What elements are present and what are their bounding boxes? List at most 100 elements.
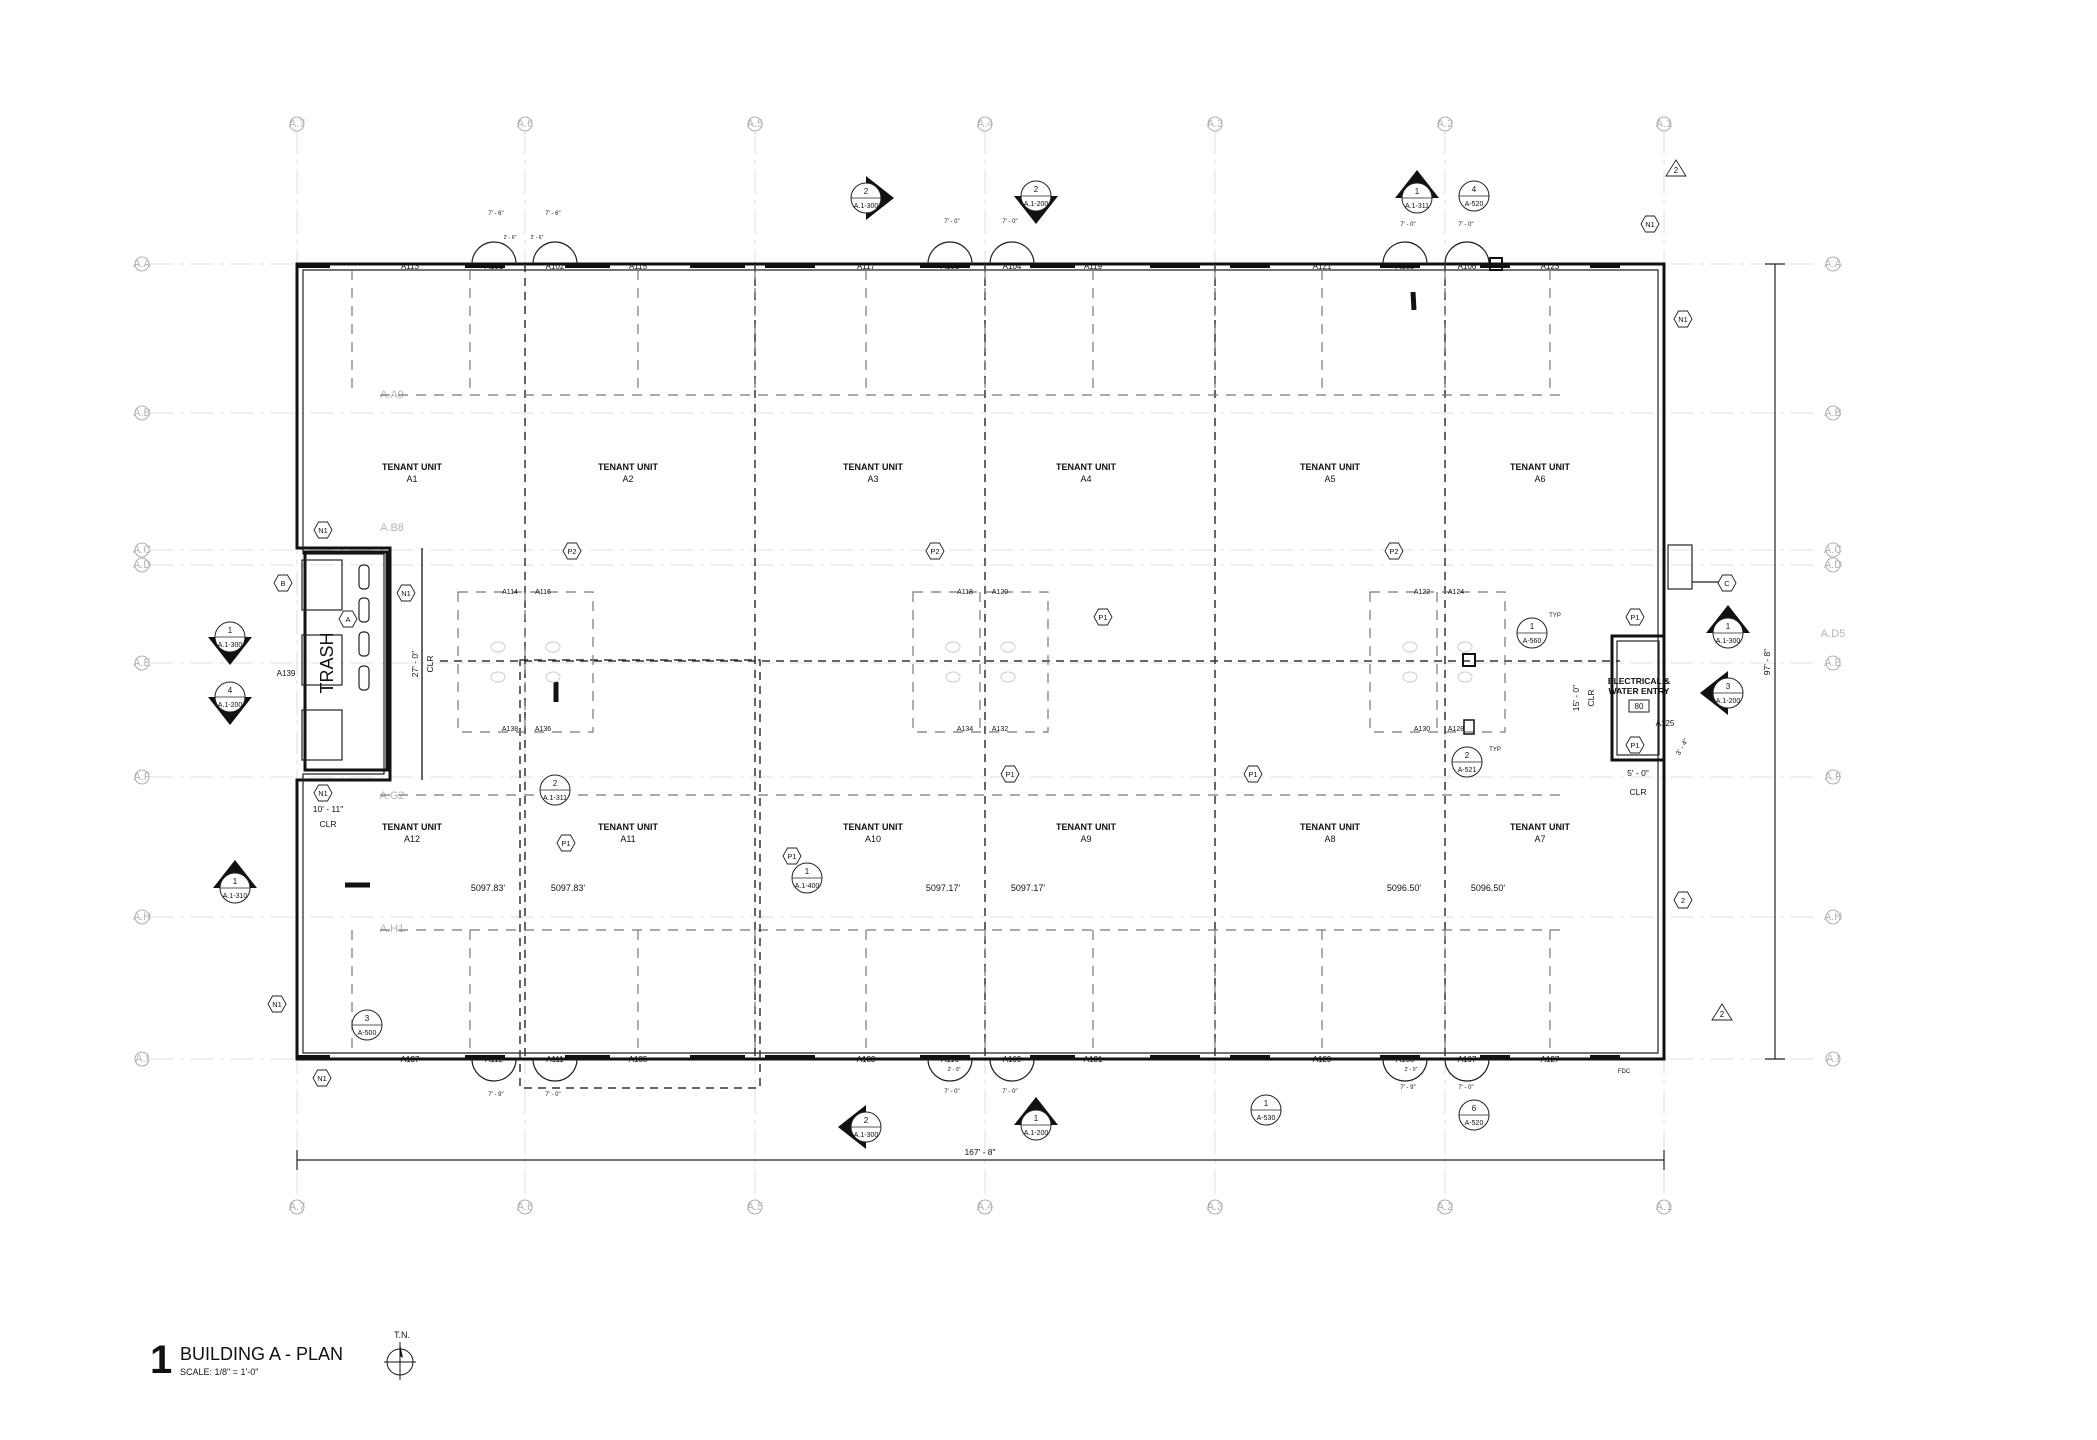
grid-bubble — [1656, 1199, 1672, 1215]
section-ref-sheet: A-500 — [358, 1030, 377, 1037]
keynote-2-shape — [1673, 891, 1693, 909]
section-ref: 1A.1-311 — [1395, 170, 1439, 214]
keynote-a-shape — [338, 610, 358, 628]
grid-label: A.I — [135, 1053, 148, 1065]
restroom-tag: A136 — [535, 726, 551, 733]
door-tag: A119 — [1084, 262, 1103, 271]
keynote-b: B — [280, 579, 285, 588]
door-swing — [1382, 1058, 1406, 1082]
keynote-p1: P1 — [561, 839, 570, 848]
tenant-unit-label: TENANT UNIT — [1510, 462, 1570, 472]
keynote-p1-shape — [1625, 736, 1645, 754]
tenant-unit-label: TENANT UNIT — [598, 462, 658, 472]
door-tag: A108 — [1396, 1055, 1415, 1064]
grid-bubble — [134, 256, 150, 272]
keynote-p2: P2 — [1389, 547, 1398, 556]
grid-bubble — [134, 655, 150, 671]
door-swing — [532, 1058, 556, 1082]
door-tag: A110 — [941, 1055, 960, 1064]
restroom-core-outline — [1369, 591, 1506, 733]
toilet-fixture — [1000, 671, 1016, 683]
revision-triangle-icon — [1711, 1003, 1733, 1021]
wall-marker — [1410, 291, 1417, 311]
door-tag: A115 — [629, 262, 648, 271]
section-ref: 2A.1-300 — [838, 1105, 882, 1149]
spot-elevation: 5096.50' — [1387, 883, 1422, 893]
revision-number: 2 — [1674, 166, 1679, 175]
grid-label: A.5 — [747, 1201, 764, 1213]
north-label: T.N. — [394, 1330, 411, 1340]
door-swing — [471, 1058, 495, 1082]
tenant-unit-id: A4 — [1080, 474, 1091, 484]
door-tag: A112 — [485, 1055, 504, 1064]
keynote-p1-shape — [556, 834, 576, 852]
door-tag: A113 — [401, 262, 420, 271]
door-swing — [1444, 241, 1468, 265]
keynote-p2-shape — [1384, 542, 1404, 560]
grid-bubble — [134, 557, 150, 573]
keynote-n1-shape — [1640, 215, 1660, 233]
electrical-label: ELECTRICAL & — [1608, 676, 1670, 686]
grid-bubble — [134, 542, 150, 558]
toilet-fixture — [1000, 641, 1016, 653]
tenant-unit-id: A11 — [620, 834, 635, 844]
door-tag: A137 — [401, 1055, 420, 1064]
tenant-unit-label: TENANT UNIT — [1510, 822, 1570, 832]
grid-bubble — [747, 1199, 763, 1215]
grid-bubble — [1825, 405, 1841, 421]
grid-bubble — [1437, 116, 1453, 132]
section-ref-number: 1 — [1530, 622, 1535, 631]
electrical-door-tag: A125 — [1656, 719, 1675, 728]
section-ref: 4A-520 — [1458, 180, 1490, 212]
section-ref: 1A.1-300 — [1706, 605, 1750, 649]
spot-elevation: 5097.83' — [551, 883, 586, 893]
section-ref-number: 1 — [805, 867, 810, 876]
section-ref-sheet: A.1-400 — [795, 883, 820, 890]
section-ref-sheet: A.1-300 — [854, 1132, 879, 1139]
door-swing — [471, 241, 495, 265]
door-tag: A101 — [485, 262, 504, 271]
section-ref: 2A.1-311 — [539, 774, 571, 806]
keynote-n1-shape — [313, 521, 333, 539]
toilet-fixture — [490, 641, 506, 653]
tenant-unit-id: A2 — [622, 474, 633, 484]
section-ref: 2A.1-300 — [850, 176, 894, 220]
restroom-tag: A138 — [502, 726, 518, 733]
section-ref-sheet: A.1-200 — [1024, 1130, 1049, 1137]
tenant-unit-id: A3 — [867, 474, 878, 484]
spot-elevation: 5097.83' — [471, 883, 506, 893]
section-ref-number: 3 — [1726, 682, 1731, 691]
door-swing — [949, 1058, 973, 1082]
restroom-tag: A114 — [502, 589, 518, 596]
column — [1463, 719, 1475, 735]
door-tag: A133 — [857, 1055, 876, 1064]
restroom-tag: A118 — [957, 589, 973, 596]
section-ref: 4A.1-200 — [208, 681, 252, 725]
spot-elevation: 5096.50' — [1471, 883, 1506, 893]
section-ref-number: 1 — [1415, 187, 1420, 196]
door-swing — [493, 241, 517, 265]
keynote-n1: N1 — [272, 1000, 282, 1009]
grid-label: A.6 — [517, 118, 534, 130]
grid-bubble — [747, 116, 763, 132]
keynote-n1: N1 — [1678, 315, 1688, 324]
door-tag: A106 — [1458, 262, 1477, 271]
section-ref-number: 1 — [1264, 1099, 1269, 1108]
grid-label: A.B — [133, 407, 151, 419]
tenant-unit-label: TENANT UNIT — [382, 462, 442, 472]
door-tag: A111 — [546, 1055, 564, 1064]
restroom-cores — [457, 257, 1506, 735]
door-dim: 7' - 6" — [488, 211, 503, 217]
section-ref: 1A-530 — [1250, 1094, 1282, 1126]
door-dim: 7' - 0" — [1002, 1089, 1017, 1095]
keynote-p2: P2 — [567, 547, 576, 556]
door-dim: 2' - 6" — [531, 235, 544, 241]
keynote-p2: P2 — [930, 547, 939, 556]
grid-bubble — [1825, 769, 1841, 785]
restroom-tag: A124 — [1448, 589, 1464, 596]
grid-label: A.7 — [289, 118, 306, 130]
grid-label: A.B8 — [380, 522, 404, 534]
restroom-core-outline — [912, 591, 1049, 733]
section-ref-number: 2 — [553, 779, 558, 788]
door-tag: A102 — [546, 262, 565, 271]
